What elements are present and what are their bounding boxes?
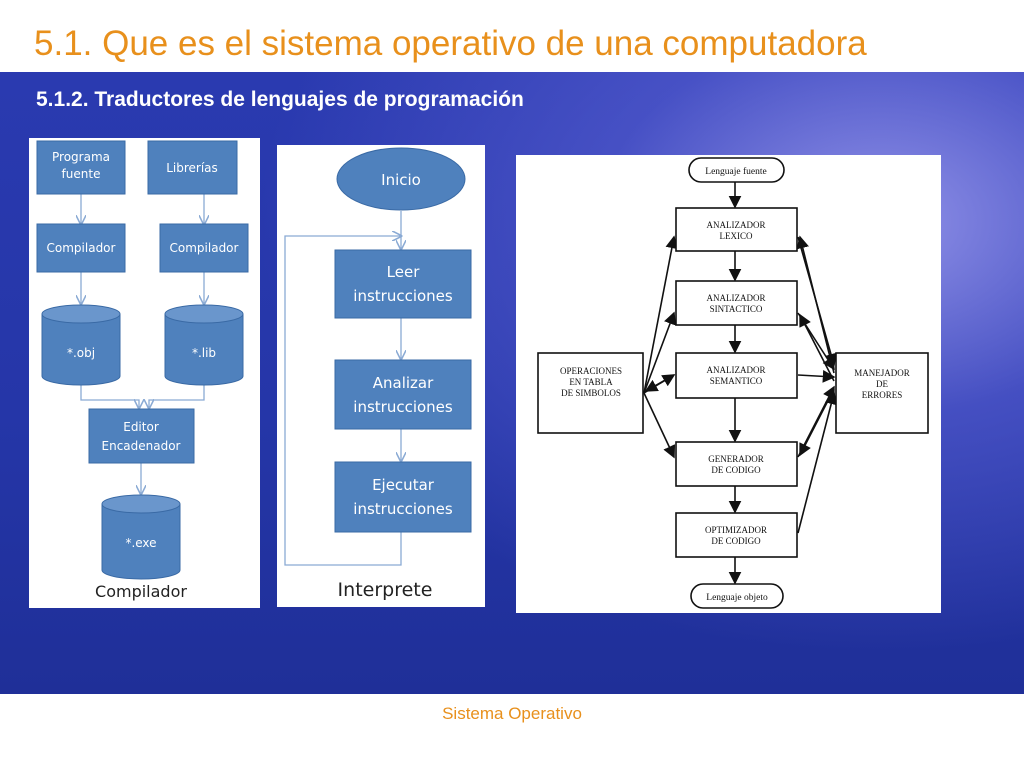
svg-text:MANEJADOR: MANEJADOR xyxy=(854,368,910,378)
svg-text:Lenguaje objeto: Lenguaje objeto xyxy=(706,593,768,603)
syntactic-analyzer-box: ANALIZADOR SINTACTICO xyxy=(675,280,798,326)
svg-text:fuente: fuente xyxy=(62,167,101,181)
start-oval: Inicio xyxy=(336,147,466,211)
interprete-diagram: Inicio Leer instrucciones Analizar instr… xyxy=(277,145,485,607)
svg-text:*.exe: *.exe xyxy=(125,536,156,550)
svg-text:EN TABLA: EN TABLA xyxy=(569,377,613,387)
compilador-caption: Compilador xyxy=(95,582,187,601)
svg-text:LEXICO: LEXICO xyxy=(720,231,753,241)
svg-text:DE SIMBOLOS: DE SIMBOLOS xyxy=(561,388,621,398)
slide-subtitle: 5.1.2. Traductores de lenguajes de progr… xyxy=(36,88,524,111)
svg-text:DE CODIGO: DE CODIGO xyxy=(711,536,761,546)
error-handler-box: MANEJADOR DE ERRORES xyxy=(835,352,929,434)
svg-text:Librerías: Librerías xyxy=(166,161,218,175)
svg-text:ANALIZADOR: ANALIZADOR xyxy=(707,220,766,230)
code-generator-box: GENERADOR DE CODIGO xyxy=(675,441,798,487)
read-instructions-box: Leer instrucciones xyxy=(334,249,472,319)
svg-text:DE CODIGO: DE CODIGO xyxy=(711,465,761,475)
lexical-analyzer-box: ANALIZADOR LEXICO xyxy=(675,207,798,252)
svg-text:SEMANTICO: SEMANTICO xyxy=(710,376,763,386)
obj-file-cylinder: *.obj xyxy=(41,304,121,386)
compilador-arrows xyxy=(81,194,204,494)
source-language-node: Lenguaje fuente xyxy=(688,157,785,183)
phase-arrows xyxy=(643,182,838,585)
slide-title: 5.1. Que es el sistema operativo de una … xyxy=(34,24,867,63)
svg-text:instrucciones: instrucciones xyxy=(353,500,453,518)
svg-text:*.lib: *.lib xyxy=(192,346,216,360)
lib-file-cylinder: *.lib xyxy=(164,304,244,386)
execute-instructions-box: Ejecutar instrucciones xyxy=(334,461,472,533)
svg-text:Lenguaje fuente: Lenguaje fuente xyxy=(705,166,766,177)
linker-box: Editor Encadenador xyxy=(88,408,195,464)
compiler-box-left: Compilador xyxy=(36,223,126,273)
svg-text:Editor: Editor xyxy=(123,420,159,434)
svg-text:GENERADOR: GENERADOR xyxy=(708,454,764,464)
svg-text:Compilador: Compilador xyxy=(170,241,239,255)
symbol-table-box: OPERACIONES EN TABLA DE SIMBOLOS xyxy=(537,352,644,434)
semantic-analyzer-box: ANALIZADOR SEMANTICO xyxy=(675,352,798,399)
slide-footer: Sistema Operativo xyxy=(442,704,582,723)
svg-text:ERRORES: ERRORES xyxy=(862,390,903,400)
analyze-instructions-box: Analizar instrucciones xyxy=(334,359,472,430)
svg-text:Inicio: Inicio xyxy=(381,171,421,189)
interprete-arrows xyxy=(284,211,401,566)
svg-text:Ejecutar: Ejecutar xyxy=(372,476,435,494)
svg-text:SINTACTICO: SINTACTICO xyxy=(710,304,763,314)
interprete-caption: Interprete xyxy=(338,579,433,601)
svg-text:ANALIZADOR: ANALIZADOR xyxy=(707,365,766,375)
compiler-phases-diagram: Lenguaje fuente ANALIZADOR LEXICO ANALIZ… xyxy=(516,155,941,613)
exe-file-cylinder: *.exe xyxy=(101,494,181,580)
svg-text:OPTIMIZADOR: OPTIMIZADOR xyxy=(705,525,767,535)
svg-text:Compilador: Compilador xyxy=(47,241,116,255)
svg-text:Analizar: Analizar xyxy=(373,374,434,392)
compilador-diagram: Programa fuente Librerías Compilador Com… xyxy=(29,138,260,608)
svg-text:instrucciones: instrucciones xyxy=(353,287,453,305)
svg-text:DE: DE xyxy=(876,379,888,389)
target-language-node: Lenguaje objeto xyxy=(690,583,784,609)
libraries-box: Librerías xyxy=(147,140,238,195)
compiler-box-right: Compilador xyxy=(159,223,249,273)
svg-text:Programa: Programa xyxy=(52,150,110,164)
svg-text:Encadenador: Encadenador xyxy=(102,439,181,453)
svg-text:Leer: Leer xyxy=(387,263,421,281)
svg-text:OPERACIONES: OPERACIONES xyxy=(560,366,622,376)
svg-text:*.obj: *.obj xyxy=(67,346,95,360)
code-optimizer-box: OPTIMIZADOR DE CODIGO xyxy=(675,512,798,558)
svg-text:ANALIZADOR: ANALIZADOR xyxy=(707,293,766,303)
source-program-box: Programa fuente xyxy=(36,140,126,195)
svg-text:instrucciones: instrucciones xyxy=(353,398,453,416)
